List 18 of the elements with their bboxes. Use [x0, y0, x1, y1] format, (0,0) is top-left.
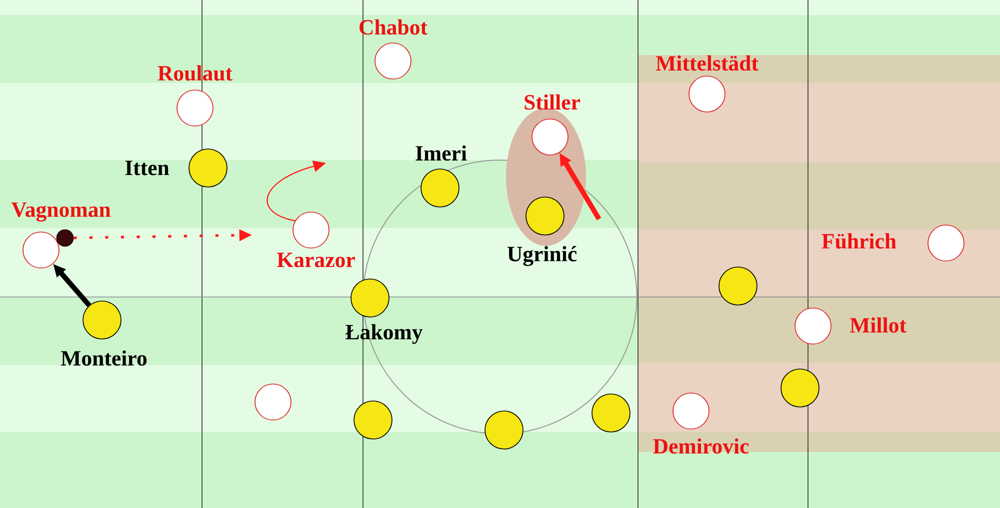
player-name: Demirovic	[653, 438, 749, 454]
player-marker	[354, 400, 392, 440]
player-marker	[592, 394, 630, 432]
player-name: Millot	[850, 317, 906, 333]
player-name: Monteiro	[61, 350, 147, 366]
player-name: Ugrinić	[507, 246, 577, 266]
player-name: Führich	[822, 233, 896, 249]
player-name: Mittelstädt	[656, 55, 758, 71]
player-name: Imeri	[416, 145, 467, 161]
player-marker	[780, 368, 820, 408]
player-marker	[56, 229, 74, 247]
player-name: Itten	[125, 160, 170, 176]
player-marker	[718, 266, 758, 306]
player-name: Karazor	[277, 252, 355, 268]
player-marker	[254, 384, 292, 420]
player-name: Vagnoman	[11, 202, 111, 222]
player-name: Stiller	[524, 94, 580, 110]
player-marker	[484, 410, 524, 450]
